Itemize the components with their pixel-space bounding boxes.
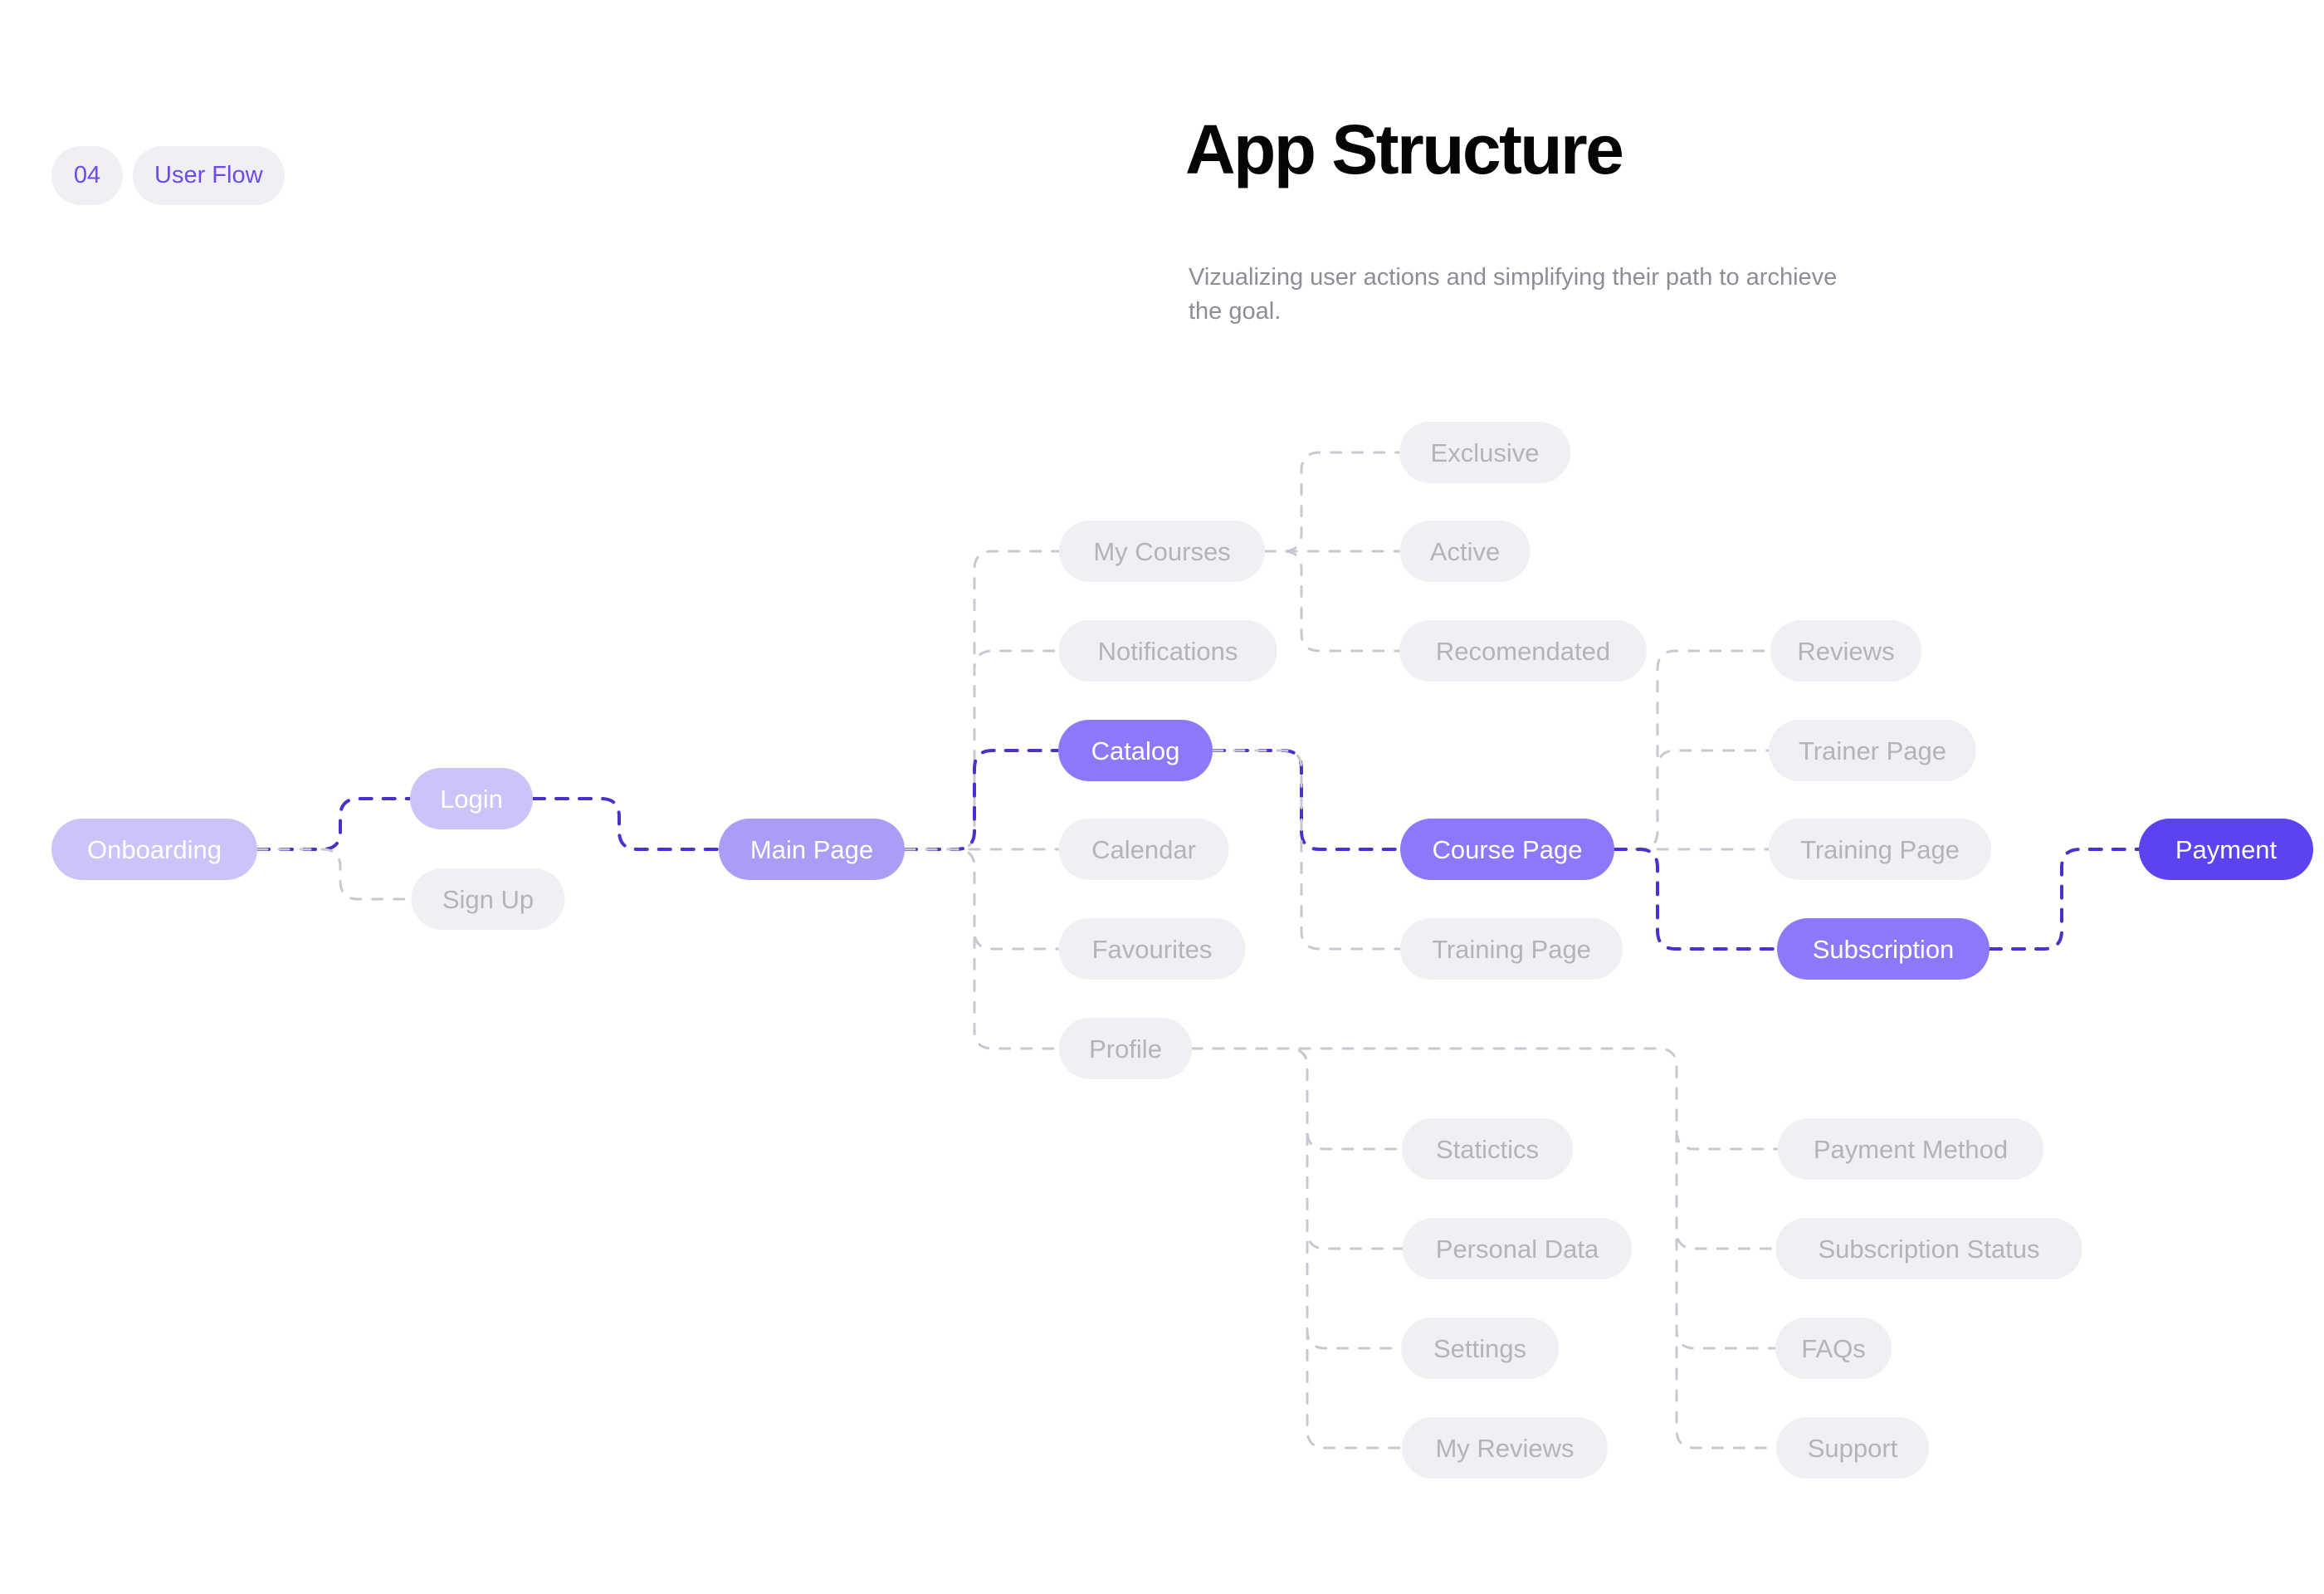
connector-main-mycourses: [903, 550, 1061, 851]
flow-node-label: Active: [1429, 536, 1501, 566]
flow-node-settings[interactable]: Settings: [1401, 1318, 1559, 1379]
flow-node-subscription[interactable]: Subscription: [1777, 918, 1990, 980]
connector-main-catalog: [903, 749, 1060, 851]
flow-node-training-page-2[interactable]: Training Page: [1769, 819, 1991, 880]
flow-node-faqs[interactable]: FAQs: [1775, 1318, 1892, 1379]
connector-profile-substatus: [1675, 1065, 1777, 1250]
section-label-badge: User Flow: [133, 146, 285, 205]
flow-node-recomendated[interactable]: Recomendated: [1399, 620, 1647, 682]
flow-node-label: Onboarding: [86, 834, 222, 864]
flow-node-label: My Courses: [1093, 536, 1231, 566]
flow-node-statictics[interactable]: Statictics: [1402, 1118, 1573, 1180]
flow-node-personal-data[interactable]: Personal Data: [1403, 1218, 1632, 1279]
section-number-badge: 04: [51, 146, 123, 205]
flow-node-label: Course Page: [1432, 834, 1583, 864]
flow-node-notifications[interactable]: Notifications: [1058, 620, 1277, 682]
flow-node-label: Notifications: [1097, 636, 1238, 666]
connector-catalog-coursepage: [1211, 749, 1402, 851]
flow-node-label: Training Page: [1800, 834, 1960, 864]
page-subtitle: Vizualizing user actions and simplifying…: [1189, 264, 1838, 325]
flow-node-exclusive[interactable]: Exclusive: [1399, 422, 1570, 483]
flow-node-label: Catalog: [1091, 736, 1180, 765]
flow-node-catalog[interactable]: Catalog: [1058, 720, 1213, 781]
flow-node-label: Login: [440, 784, 503, 814]
flow-node-label: Sign Up: [442, 884, 535, 914]
flow-node-training-page-1[interactable]: Training Page: [1400, 918, 1623, 980]
connector-mycourses-exclusive: [1263, 451, 1401, 553]
flow-node-label: Statictics: [1435, 1134, 1540, 1164]
flow-node-label: My Reviews: [1435, 1433, 1575, 1463]
connector-profile-support: [1675, 1065, 1778, 1450]
connector-onboarding-login: [256, 797, 412, 851]
flow-node-course-page[interactable]: Course Page: [1400, 819, 1614, 880]
flow-node-label: Personal Data: [1435, 1234, 1599, 1264]
flow-node-label: Payment Method: [1813, 1134, 2009, 1164]
connector-subscription-payment: [1988, 848, 2141, 951]
flow-node-label: Recomendated: [1435, 636, 1611, 666]
flow-node-login[interactable]: Login: [410, 768, 533, 829]
flow-node-subscription-status[interactable]: Subscription Status: [1775, 1218, 2082, 1279]
flow-node-label: FAQs: [1801, 1333, 1866, 1363]
connector-profile-faqs: [1675, 1065, 1777, 1350]
flow-node-label: Profile: [1089, 1034, 1162, 1063]
connector-mycourses-recomendated: [1263, 550, 1401, 653]
flow-node-label: Training Page: [1432, 934, 1591, 964]
connector-profile-personaldata: [1190, 1047, 1404, 1250]
flow-node-label: Trainer Page: [1798, 736, 1947, 765]
connector-coursepage-reviews: [1613, 649, 1772, 851]
flow-node-label: Reviews: [1797, 636, 1895, 666]
flow-node-label: Subscription: [1812, 934, 1955, 964]
breadcrumb: 04 User Flow: [51, 146, 285, 205]
flow-node-signup[interactable]: Sign Up: [411, 868, 565, 930]
connector-catalog-trainingpage: [1211, 749, 1402, 951]
connector-profile-myreviews: [1190, 1047, 1404, 1450]
flow-node-label: Support: [1807, 1433, 1898, 1463]
connector-profile-settings: [1190, 1047, 1403, 1350]
flow-node-label: Favourites: [1091, 934, 1213, 964]
page-title: App Structure: [1185, 110, 1624, 188]
flow-node-trainer-page[interactable]: Trainer Page: [1769, 720, 1976, 781]
connector-main-profile: [903, 848, 1061, 1050]
connector-onboarding-signup: [256, 848, 413, 901]
connector-profile-statictics: [1190, 1047, 1404, 1151]
flow-node-label: Subscription Status: [1818, 1234, 2040, 1264]
flow-node-label: Settings: [1433, 1333, 1526, 1363]
flow-node-payment-method[interactable]: Payment Method: [1778, 1118, 2043, 1180]
flow-node-my-courses[interactable]: My Courses: [1059, 521, 1265, 582]
flow-node-active[interactable]: Active: [1399, 521, 1531, 582]
flow-node-label: Exclusive: [1430, 438, 1540, 467]
connector-coursepage-trainerpage: [1613, 749, 1770, 851]
flow-node-label: Calendar: [1091, 834, 1196, 864]
flow-node-reviews[interactable]: Reviews: [1770, 620, 1921, 682]
connector-main-favourites: [903, 848, 1061, 951]
flow-node-payment[interactable]: Payment: [2139, 819, 2313, 880]
connector-login-main: [531, 797, 720, 851]
flow-node-label: Main Page: [749, 834, 874, 864]
flow-node-main-page[interactable]: Main Page: [719, 819, 905, 880]
flow-node-calendar[interactable]: Calendar: [1058, 819, 1229, 880]
flow-node-onboarding[interactable]: Onboarding: [51, 819, 257, 880]
flow-node-profile[interactable]: Profile: [1059, 1018, 1192, 1079]
connector-coursepage-subscription: [1613, 848, 1779, 951]
flow-node-favourites[interactable]: Favourites: [1058, 918, 1246, 980]
flow-node-my-reviews[interactable]: My Reviews: [1402, 1417, 1608, 1479]
connector-main-notifications: [903, 649, 1061, 851]
flow-node-label: Payment: [2175, 834, 2278, 864]
flow-node-support[interactable]: Support: [1776, 1417, 1929, 1479]
